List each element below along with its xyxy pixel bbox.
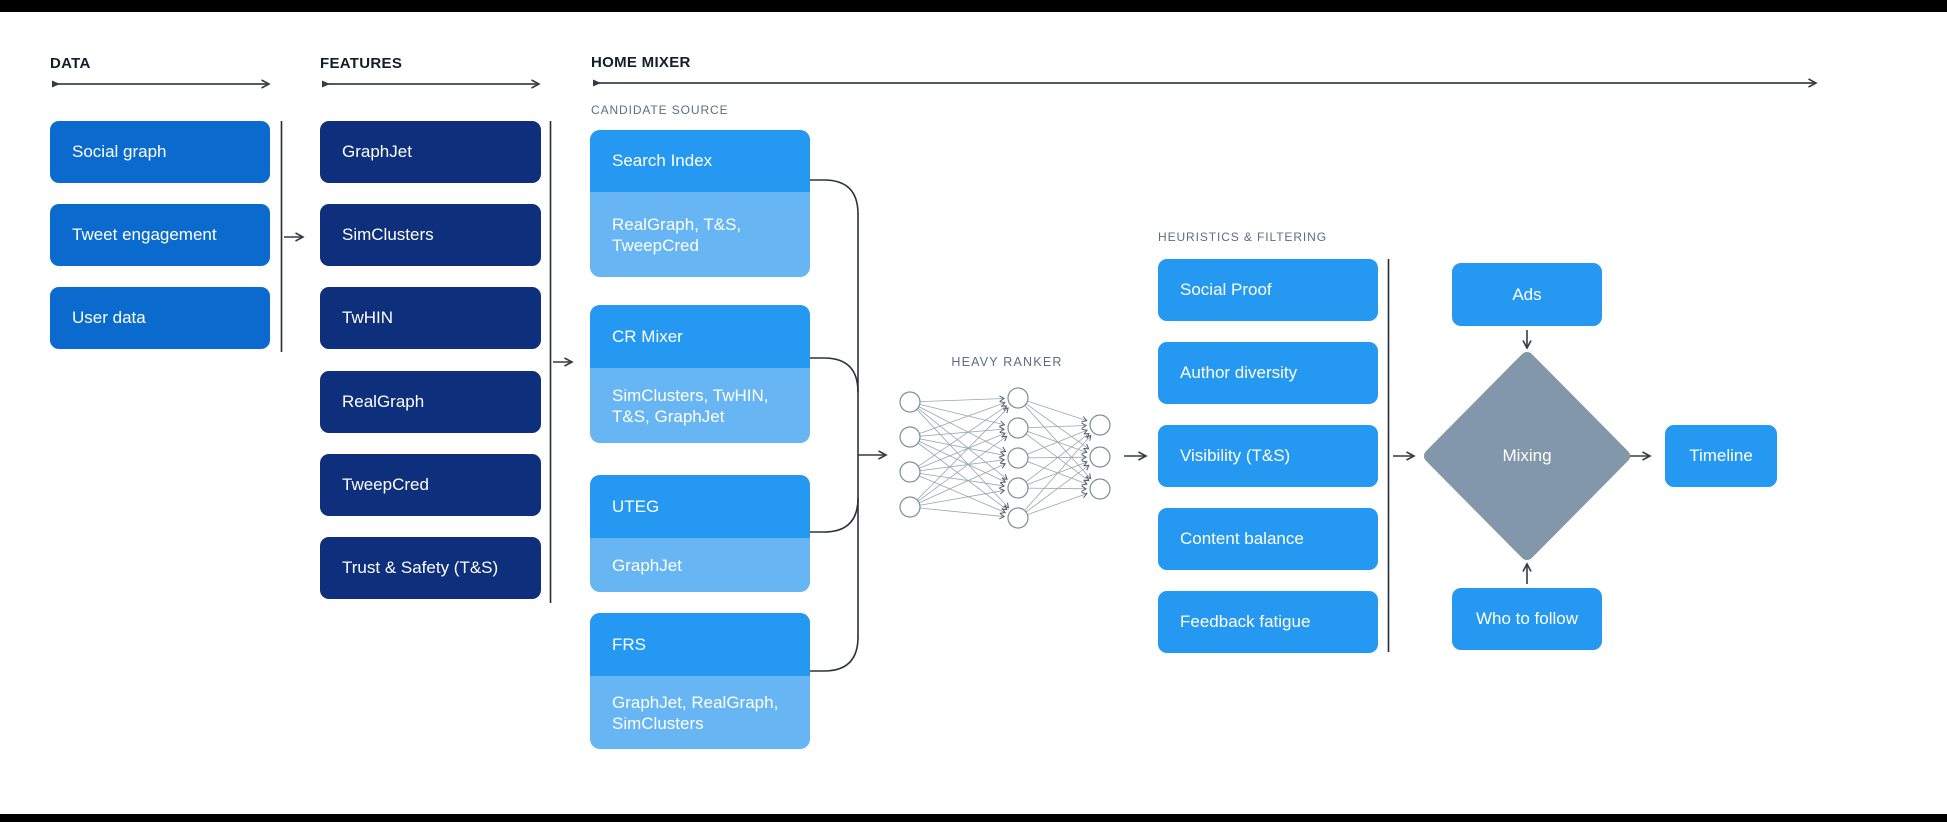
column-separators [280, 121, 1390, 652]
section-header-home-mixer: HOME MIXER [591, 54, 691, 71]
node-ads: Ads [1452, 263, 1602, 326]
node-graphjet: GraphJet [320, 121, 541, 183]
section-header-data: DATA [50, 55, 91, 72]
node-search-index: Search Index RealGraph, T&S, TweepCred [590, 130, 810, 277]
candidate-merge-curves [809, 179, 859, 672]
heavy-ranker-label: HEAVY RANKER [951, 355, 1063, 369]
node-tweet-engagement: Tweet engagement [50, 204, 270, 266]
node-visibility: Visibility (T&S) [1158, 425, 1378, 487]
node-content-balance: Content balance [1158, 508, 1378, 570]
node-realgraph: RealGraph [320, 371, 541, 433]
section-header-features: FEATURES [320, 55, 403, 72]
node-frs: FRS GraphJet, RealGraph, SimClusters [590, 613, 810, 749]
node-uteg: UTEG GraphJet [590, 475, 810, 592]
node-social-graph: Social graph [50, 121, 270, 183]
section-header-arrows [52, 78, 1818, 89]
node-user-data: User data [50, 287, 270, 349]
node-social-proof: Social Proof [1158, 259, 1378, 321]
letterbox-top-bar [0, 0, 1947, 12]
node-timeline: Timeline [1665, 425, 1777, 487]
mixing-diamond-label: Mixing [1502, 446, 1552, 465]
candidate-source-heading: CANDIDATE SOURCE [591, 103, 729, 117]
heavy-ranker-network-icon [899, 387, 1111, 529]
node-author-diversity: Author diversity [1158, 342, 1378, 404]
flow-arrows [284, 232, 1652, 584]
node-twhin: TwHIN [320, 287, 541, 349]
node-tweepcred: TweepCred [320, 454, 541, 516]
node-feedback-fatigue: Feedback fatigue [1158, 591, 1378, 653]
node-simclusters: SimClusters [320, 204, 541, 266]
node-cr-mixer: CR Mixer SimClusters, TwHIN, T&S, GraphJ… [590, 305, 810, 443]
node-who-to-follow: Who to follow [1452, 588, 1602, 650]
heuristics-heading: HEURISTICS & FILTERING [1158, 230, 1327, 244]
mixing-diamond [1424, 352, 1630, 560]
letterbox-bottom-bar [0, 814, 1947, 822]
node-trust-safety: Trust & Safety (T&S) [320, 537, 541, 599]
